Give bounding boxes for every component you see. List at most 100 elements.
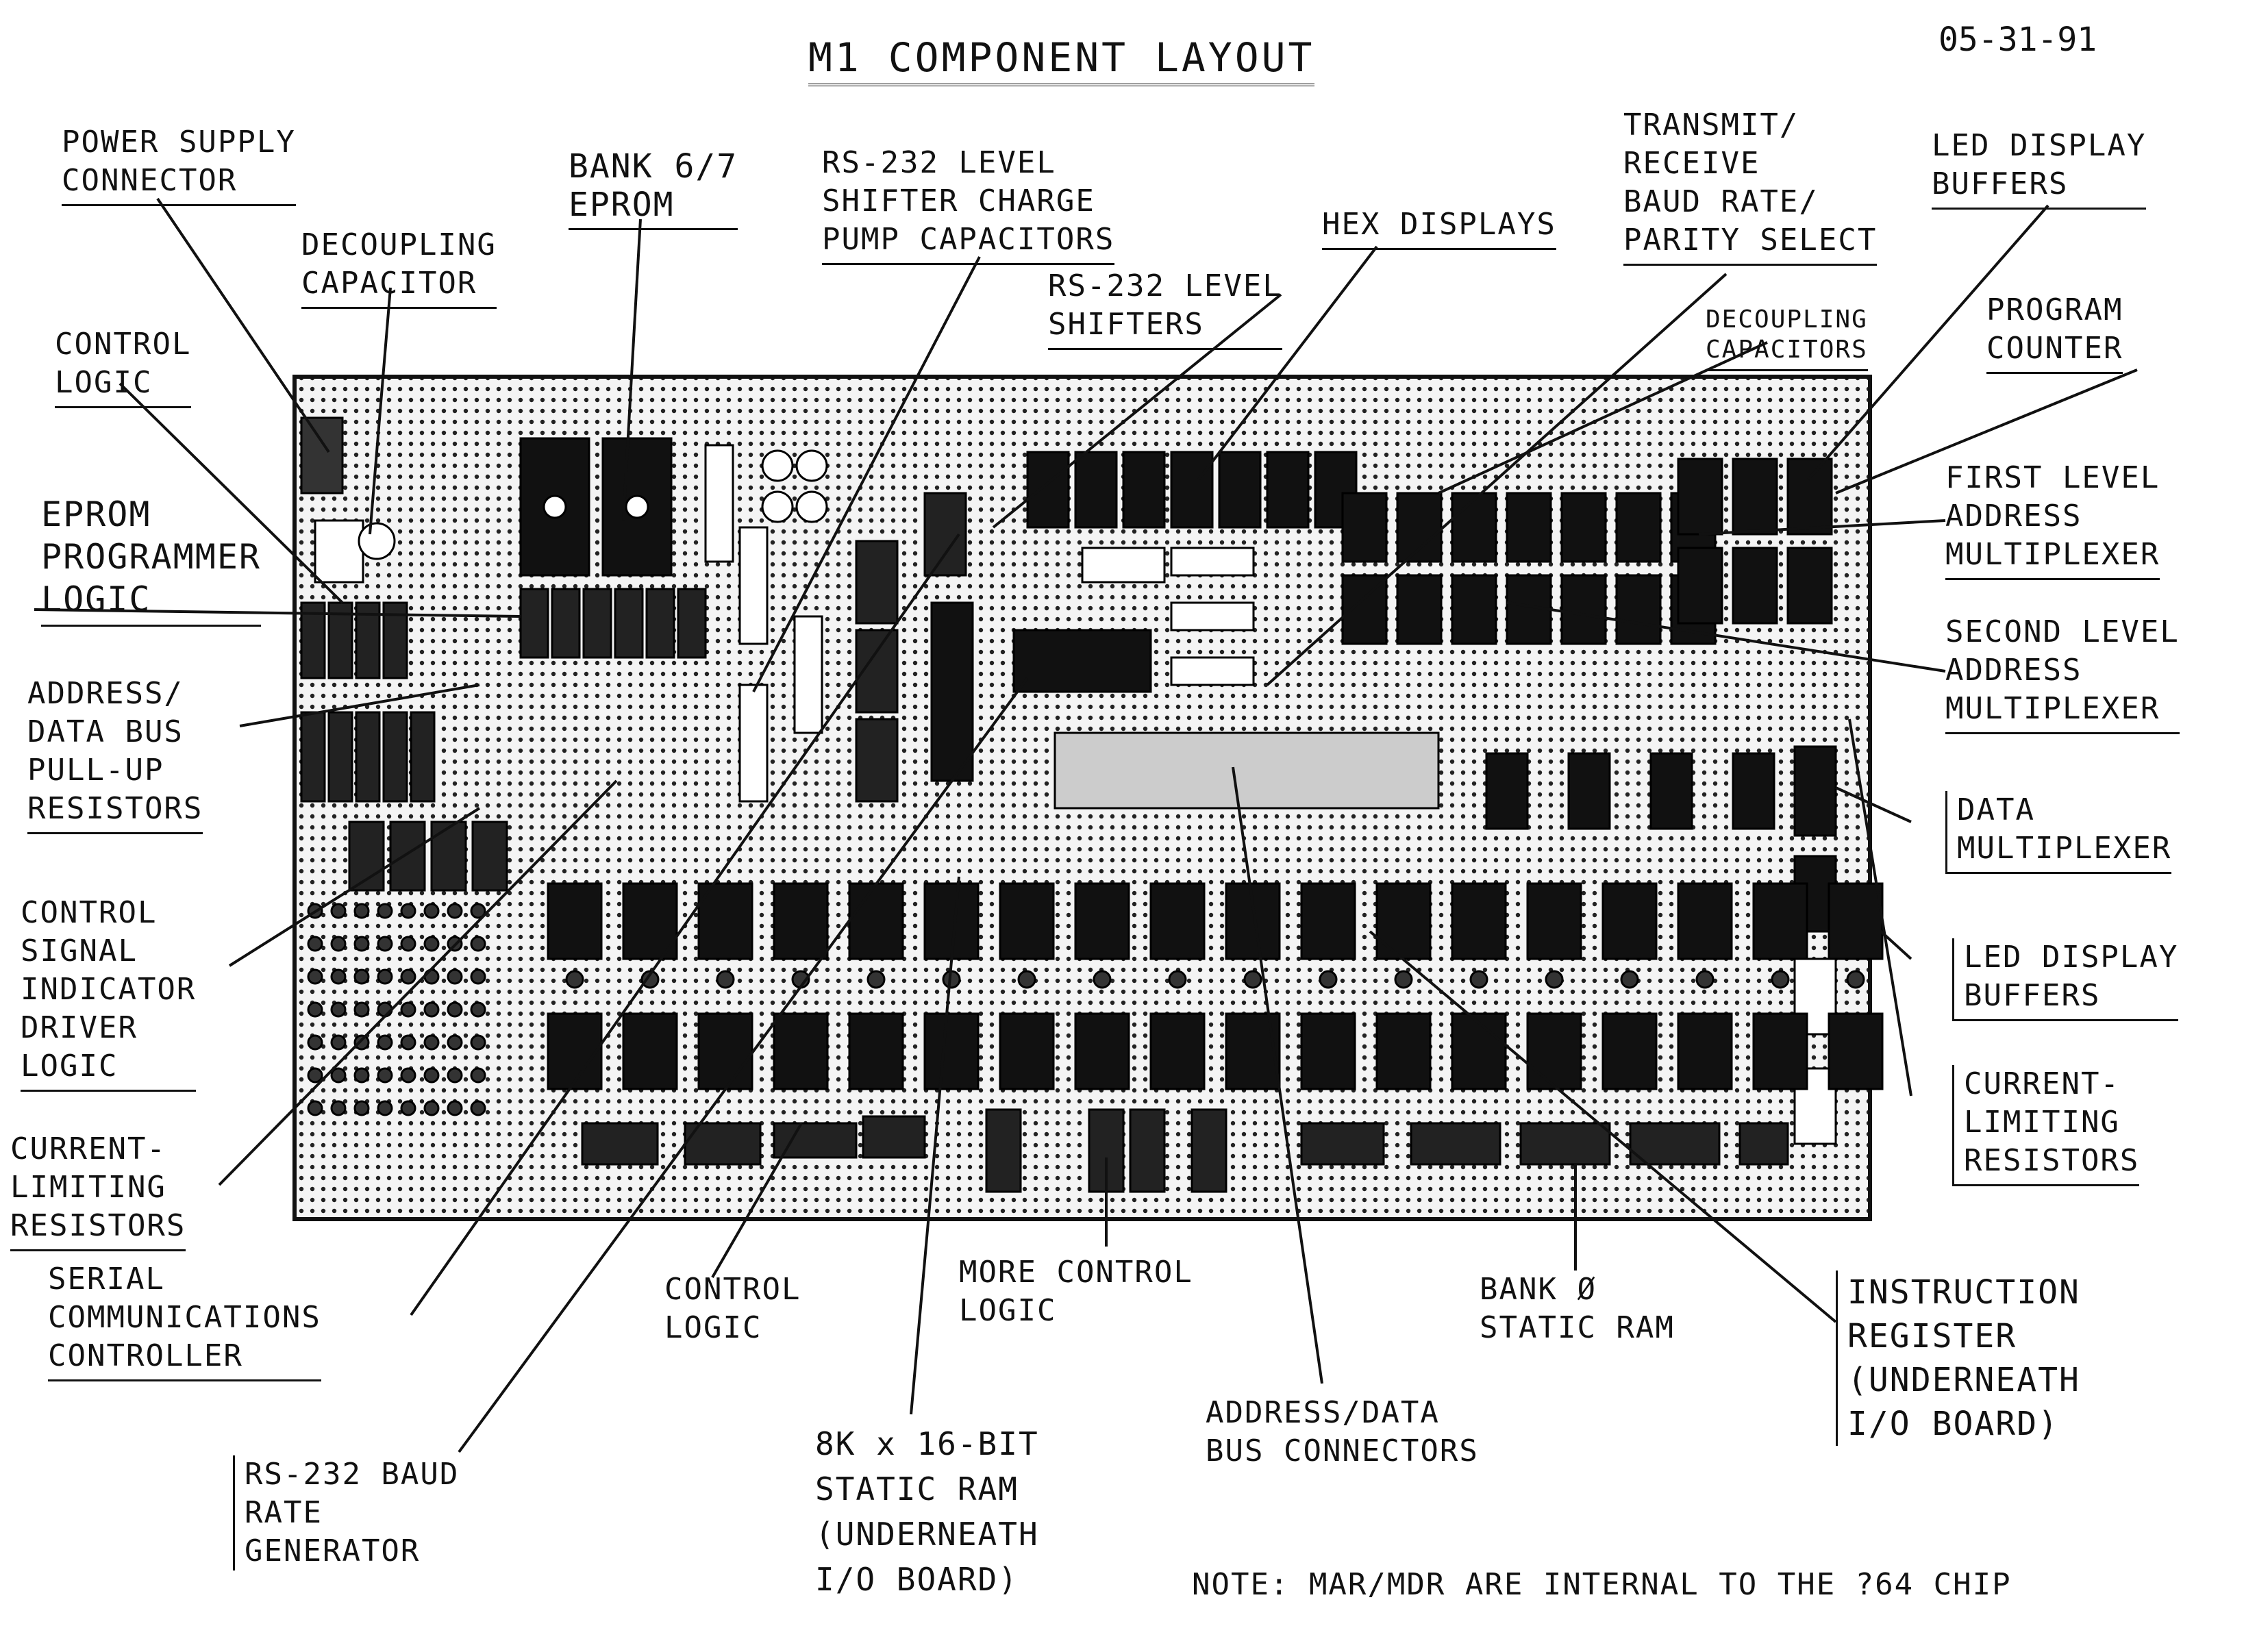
indicator-dot <box>332 937 345 951</box>
label-data-multiplexer: DATAMULTIPLEXER <box>1945 791 2171 874</box>
indicator-led <box>1651 753 1692 829</box>
indicator-led <box>1075 884 1129 959</box>
led-dot <box>1019 971 1035 988</box>
indicator-dot <box>401 937 415 951</box>
label-line: RESISTORS <box>1964 1142 2139 1180</box>
pump-capacitor <box>797 451 827 481</box>
indicator-dot <box>401 904 415 918</box>
rs232-shifter <box>856 541 897 623</box>
counter-ic <box>1733 548 1777 623</box>
label-line: INDICATOR <box>21 971 196 1009</box>
label-line: CONTROL <box>21 894 196 932</box>
label-eprom-programmer-logic: EPROMPROGRAMMERLOGIC <box>41 493 261 627</box>
pump-capacitor <box>762 451 793 481</box>
logic-ic <box>521 589 548 658</box>
label-control-signal-indicator: CONTROLSIGNALINDICATORDRIVERLOGIC <box>21 894 196 1092</box>
bottom-ic <box>1301 1123 1384 1164</box>
indicator-dot <box>355 937 369 951</box>
indicator-dot <box>425 1003 438 1016</box>
label-line: RESISTORS <box>10 1207 186 1245</box>
pullup-resistor-pack <box>411 712 434 801</box>
label-line: ADDRESS <box>1945 497 2160 536</box>
label-line: CAPACITORS <box>1706 335 1868 365</box>
mux-ic <box>1562 493 1606 562</box>
vertical-ic <box>795 616 822 733</box>
label-line: CAPACITOR <box>301 264 497 303</box>
indicator-led <box>774 884 827 959</box>
dip-switch <box>1171 658 1254 685</box>
label-rs232-level-shifters: RS-232 LEVELSHIFTERS <box>1048 267 1282 350</box>
label-line: I/O BOARD) <box>815 1557 1039 1602</box>
bottom-ic <box>1740 1123 1788 1164</box>
label-line: BUFFERS <box>1932 165 2146 203</box>
counter-ic <box>1788 459 1832 534</box>
bottom-ic <box>1130 1110 1164 1192</box>
indicator-led <box>1452 1014 1506 1089</box>
label-line: CONTROLLER <box>48 1337 321 1375</box>
label-line: HEX DISPLAYS <box>1322 205 1556 244</box>
data-mux-ic <box>1795 747 1836 836</box>
indicator-led <box>1452 884 1506 959</box>
indicator-dot <box>401 1036 415 1049</box>
indicator-dot <box>308 937 322 951</box>
diagram-title: M1 COMPONENT LAYOUT <box>808 34 1314 86</box>
mux-ic <box>1507 493 1551 562</box>
indicator-led <box>1829 1014 1882 1089</box>
indicator-led <box>849 884 903 959</box>
indicator-dot <box>355 1068 369 1082</box>
indicator-dot <box>355 1036 369 1049</box>
label-serial-comm-controller: SERIALCOMMUNICATIONSCONTROLLER <box>48 1260 321 1381</box>
label-line: BANK Ø <box>1480 1271 1675 1309</box>
dip-switch <box>1171 603 1254 630</box>
label-line: 8K x 16-BIT <box>815 1421 1039 1466</box>
label-more-control-logic: MORE CONTROLLOGIC <box>959 1253 1193 1330</box>
indicator-dot <box>332 1068 345 1082</box>
label-line: PROGRAM <box>1986 291 2123 329</box>
indicator-dot <box>355 1003 369 1016</box>
logic-ic <box>615 589 643 658</box>
indicator-led <box>925 1014 978 1089</box>
indicator-dot <box>471 937 485 951</box>
pullup-resistor-pack <box>384 712 407 801</box>
led-dot <box>1471 971 1487 988</box>
label-line: STATIC RAM <box>1480 1309 1675 1347</box>
mux-ic <box>1617 493 1660 562</box>
led-dot <box>717 971 734 988</box>
label-control-logic-bottom: CONTROLLOGIC <box>664 1271 801 1347</box>
vertical-ic <box>706 445 733 562</box>
label-line: BUFFERS <box>1964 977 2178 1015</box>
label-line: GENERATOR <box>245 1532 459 1570</box>
indicator-led <box>1000 1014 1054 1089</box>
label-line: I/O BOARD) <box>1847 1402 2080 1446</box>
label-line: BUS CONNECTORS <box>1206 1432 1479 1470</box>
bottom-ic <box>1411 1123 1500 1164</box>
indicator-led <box>1377 1014 1430 1089</box>
indicator-dot <box>308 1003 322 1016</box>
indicator-driver-ic <box>432 822 466 890</box>
label-program-counter: PROGRAMCOUNTER <box>1986 291 2123 374</box>
indicator-dot <box>378 904 392 918</box>
vertical-ic <box>740 685 767 801</box>
label-line: PUMP CAPACITORS <box>822 221 1114 259</box>
label-line: RATE <box>245 1494 459 1532</box>
indicator-dot <box>448 1101 462 1115</box>
label-bank0-static-ram: BANK ØSTATIC RAM <box>1480 1271 1675 1347</box>
led-dot <box>566 971 583 988</box>
label-line: COMMUNICATIONS <box>48 1299 321 1337</box>
label-line: SECOND LEVEL <box>1945 613 2180 651</box>
indicator-dot <box>355 1101 369 1115</box>
indicator-dot <box>401 970 415 984</box>
pullup-resistor-pack <box>329 712 352 801</box>
label-line: LOGIC <box>41 578 261 621</box>
label-address-data-pullup: ADDRESS/DATA BUSPULL-UPRESISTORS <box>27 675 203 834</box>
logic-ic <box>678 589 706 658</box>
indicator-dot <box>448 970 462 984</box>
label-line: RECEIVE <box>1623 145 1877 183</box>
label-line: DECOUPLING <box>1706 305 1868 335</box>
label-line: SIGNAL <box>21 932 196 971</box>
label-line: CONTROL <box>664 1271 801 1309</box>
hex-display <box>1171 452 1212 527</box>
led-dot <box>1320 971 1336 988</box>
counter-ic <box>1733 459 1777 534</box>
indicator-led <box>1075 1014 1129 1089</box>
